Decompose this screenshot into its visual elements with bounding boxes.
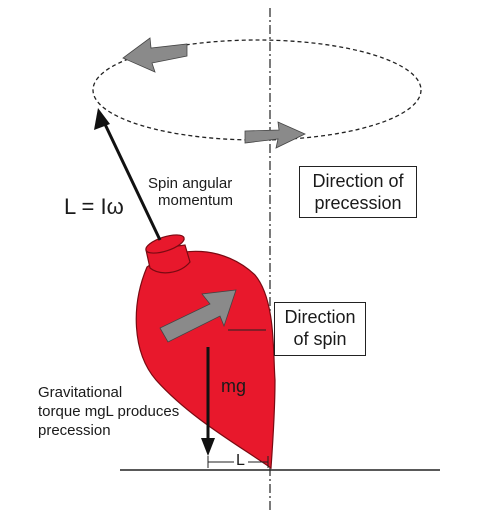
precession-orbit [92, 39, 422, 141]
spin-angular-momentum-line2: momentum [158, 192, 234, 210]
direction-of-spin-line1: Direction [284, 307, 356, 327]
lever-arm-label: L [236, 452, 245, 469]
angular-momentum-arrow [101, 119, 162, 241]
direction-of-precession-box: Direction of precession [299, 166, 417, 218]
gravitational-torque-label: Gravitational torque mgL produces preces… [38, 384, 179, 440]
spin-angular-momentum-label: Spin angular momentum [148, 175, 233, 210]
gravitational-torque-line3: precession [38, 421, 111, 439]
direction-of-spin-box: Direction of spin [274, 302, 366, 356]
angular-momentum-formula: L = Iω [64, 194, 124, 219]
gravitational-torque-line2: torque mgL produces [38, 402, 180, 420]
gravity-force-arrowhead [201, 438, 215, 456]
direction-of-precession-line2: precession [314, 192, 402, 213]
spin-arrow [159, 289, 237, 343]
gravitational-torque-line1: Gravitational [38, 384, 123, 401]
direction-of-precession-line1: Direction of [312, 171, 404, 191]
precession-arrow-front [244, 121, 306, 149]
direction-of-spin-line2: of spin [293, 328, 347, 349]
spinning-top-body [135, 250, 276, 470]
weight-label: mg [221, 376, 247, 396]
spin-angular-momentum-line1: Spin angular [148, 175, 233, 192]
top-stem-cap [145, 234, 185, 254]
angular-momentum-arrowhead [94, 108, 110, 130]
precession-arrow-back [122, 37, 188, 73]
